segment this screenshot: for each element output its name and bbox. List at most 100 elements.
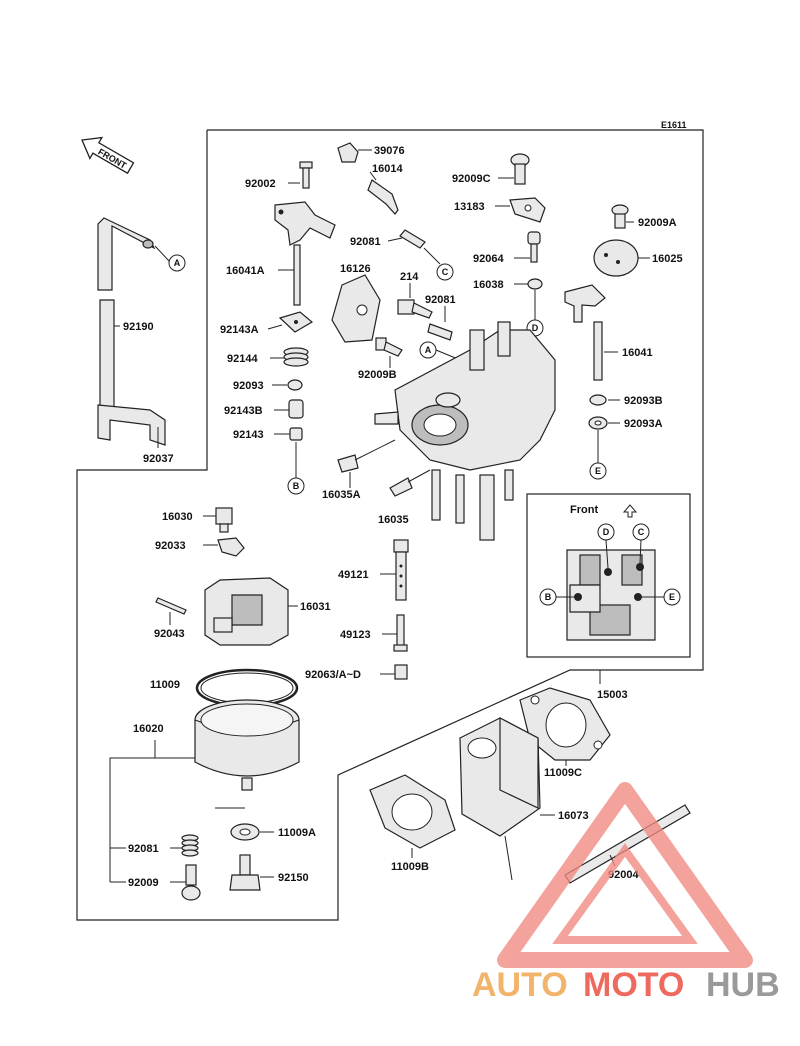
emulsion-tube-49121 (393, 539, 409, 601)
label-92009a: 92009A (638, 217, 677, 229)
screw-92009 (181, 864, 201, 901)
front-arrow-icon: FRONT (81, 136, 135, 175)
label-16073: 16073 (558, 810, 589, 822)
callout-d-inset: D (597, 523, 615, 541)
washer-11009a (230, 823, 260, 841)
label-92009: 92009 (128, 877, 159, 889)
insulator-16073 (459, 717, 541, 881)
label-16041a: 16041A (226, 265, 265, 277)
label-49123: 49123 (340, 629, 371, 641)
plate-16025 (593, 239, 639, 277)
label-16041: 16041 (622, 347, 653, 359)
label-11009c: 11009C (544, 767, 582, 779)
label-92081-top: 92081 (350, 236, 381, 248)
label-16035: 16035 (378, 514, 409, 526)
spring-92081-low (181, 834, 199, 857)
label-16031: 16031 (300, 601, 331, 613)
svg-text:E: E (595, 466, 601, 476)
label-11009a: 11009A (278, 827, 316, 839)
pin-92064 (527, 231, 541, 263)
needle-16030 (215, 507, 233, 533)
carburetor-body (374, 321, 556, 541)
label-49121: 49121 (338, 569, 369, 581)
label-11009b: 11009B (391, 861, 429, 873)
inset-title: Front (570, 504, 598, 516)
spring-92081-top (399, 229, 426, 249)
svg-text:MOTO: MOTO (583, 966, 684, 1004)
screw-92002 (299, 161, 313, 189)
plate-16126 (331, 274, 381, 343)
label-92143a: 92143A (220, 324, 259, 336)
inset-front-view: Front (526, 493, 691, 658)
washer-92093b (589, 394, 607, 406)
spring-92081-mid (427, 323, 453, 341)
callout-a-hose: A (168, 254, 186, 272)
label-92037: 92037 (143, 453, 174, 465)
label-92009b: 92009B (358, 369, 397, 381)
callout-e-inset: E (663, 588, 681, 606)
float-16031 (204, 577, 289, 646)
svg-text:D: D (532, 323, 539, 333)
callout-c-inset: C (632, 523, 650, 541)
label-16038: 16038 (473, 279, 504, 291)
label-16025: 16025 (652, 253, 683, 265)
screw-49123 (393, 614, 408, 652)
label-92081-mid: 92081 (425, 294, 456, 306)
label-11009: 11009 (150, 679, 180, 691)
label-39076: 39076 (374, 145, 405, 157)
svg-text:HUB: HUB (706, 966, 780, 1004)
label-92144: 92144 (227, 353, 258, 365)
label-92002: 92002 (245, 178, 276, 190)
watermark-text: AUTO MOTO HUB (472, 966, 780, 1004)
clip-39076 (337, 142, 359, 163)
label-92063: 92063/A~D (305, 669, 361, 681)
collar-92143 (289, 427, 303, 441)
label-92064: 92064 (473, 253, 504, 265)
svg-text:D: D (603, 527, 610, 537)
label-92093: 92093 (233, 380, 264, 392)
up-arrow-icon (622, 504, 638, 518)
svg-text:C: C (638, 527, 645, 537)
jet-16035 (389, 477, 413, 497)
washer-92093a (588, 416, 608, 430)
label-92143: 92143 (233, 429, 264, 441)
float-valve-16014 (367, 179, 399, 215)
label-92081-low: 92081 (128, 843, 159, 855)
screw-92009c (510, 153, 530, 185)
assembly-frame (76, 129, 704, 921)
label-16014: 16014 (372, 163, 403, 175)
diagram-code: E1611 (661, 120, 687, 130)
label-92033: 92033 (155, 540, 186, 552)
label-16020: 16020 (133, 723, 164, 735)
plate-92143a (278, 311, 314, 333)
label-92043: 92043 (154, 628, 185, 640)
screw-214 (397, 299, 433, 319)
svg-text:A: A (174, 258, 181, 268)
float-bowl-16020 (194, 699, 300, 791)
watermark-logo (497, 782, 753, 968)
label-16030: 16030 (162, 511, 193, 523)
label-92150: 92150 (278, 872, 309, 884)
label-92143b: 92143B (224, 405, 263, 417)
label-214: 214 (400, 271, 419, 283)
svg-text:B: B (293, 481, 300, 491)
bushing-92143b (288, 399, 304, 419)
label-92093a: 92093A (624, 418, 663, 430)
throttle-shaft-16041 (564, 284, 606, 381)
callout-a-body: A (419, 341, 437, 359)
svg-text:C: C (442, 267, 449, 277)
callout-b-inset: B (539, 588, 557, 606)
breather-hose (97, 217, 166, 446)
pin-92043 (155, 597, 187, 615)
label-16126: 16126 (340, 263, 371, 275)
label-92190: 92190 (123, 321, 154, 333)
bracket-13183 (509, 197, 546, 223)
gasket-11009b (369, 774, 456, 849)
jet-92063 (394, 664, 408, 680)
ring-16038 (527, 278, 543, 290)
watermark-triangle (497, 782, 753, 968)
label-92093b: 92093B (624, 395, 663, 407)
label-92009c: 92009C (452, 173, 491, 185)
jet-16035a (337, 454, 359, 473)
